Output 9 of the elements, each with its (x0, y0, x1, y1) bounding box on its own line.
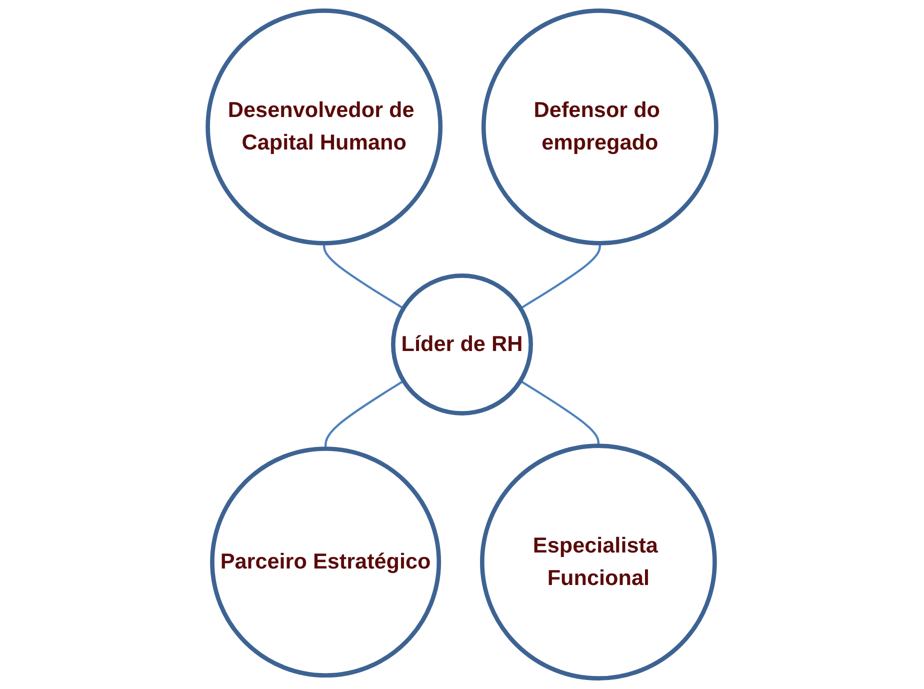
connector (323, 243, 404, 310)
connector (324, 380, 404, 449)
node-circle: Defensor do empregado (481, 8, 718, 246)
connector (520, 380, 600, 446)
node-circle: Especialista Funcional (480, 444, 717, 680)
node-circle: Desenvolvedor de Capital Humano (206, 8, 443, 246)
node-circle: Parceiro Estratégico (210, 446, 442, 678)
connector (520, 243, 601, 310)
node-circle: Líder de RH (391, 274, 533, 416)
